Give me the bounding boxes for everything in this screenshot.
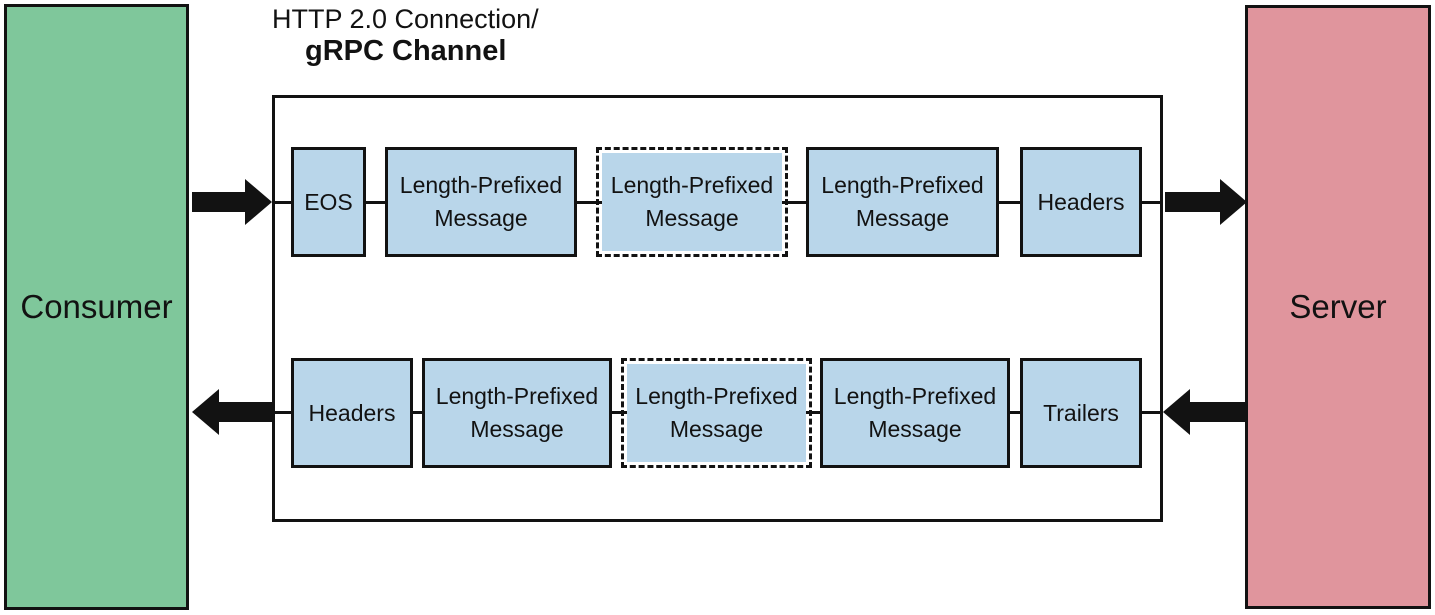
response-box-headers-label: Headers xyxy=(308,399,396,426)
server-box: Server xyxy=(1245,5,1431,609)
response-box-trailers-label: Trailers xyxy=(1043,399,1119,426)
request-box-message-3: Length-Prefixed Message xyxy=(806,147,999,257)
response-box-trailers: Trailers xyxy=(1020,358,1142,468)
response-box-message-1: Length-Prefixed Message xyxy=(422,358,612,468)
arrow-shaft xyxy=(216,402,273,422)
arrow-right-icon-consumer-to-channel xyxy=(192,179,272,225)
request-box-message-2-optional: Length-Prefixed Message xyxy=(596,147,788,257)
title-line-grpc-channel: gRPC Channel xyxy=(305,35,507,67)
response-box-message-3-label: Length-Prefixed Message xyxy=(833,383,997,442)
title-line-http2: HTTP 2.0 Connection/ xyxy=(272,4,539,34)
arrow-head xyxy=(192,389,219,435)
arrow-head xyxy=(1220,179,1247,225)
consumer-label: Consumer xyxy=(20,288,173,325)
request-box-message-1-label: Length-Prefixed Message xyxy=(399,172,563,231)
server-label: Server xyxy=(1289,288,1387,325)
arrow-shaft xyxy=(1165,192,1223,212)
response-box-message-3: Length-Prefixed Message xyxy=(820,358,1010,468)
response-box-headers: Headers xyxy=(291,358,413,468)
arrow-shaft xyxy=(192,192,248,212)
arrow-head xyxy=(1163,389,1190,435)
response-box-message-2-label: Length-Prefixed Message xyxy=(635,383,798,442)
response-box-message-1-label: Length-Prefixed Message xyxy=(435,383,599,442)
arrow-left-icon-channel-to-consumer xyxy=(192,389,273,435)
request-box-eos: EOS xyxy=(291,147,366,257)
arrow-shaft xyxy=(1187,402,1247,422)
request-box-message-3-label: Length-Prefixed Message xyxy=(821,172,984,231)
request-box-headers-label: Headers xyxy=(1037,188,1125,215)
request-box-message-1: Length-Prefixed Message xyxy=(385,147,577,257)
request-box-eos-label: EOS xyxy=(304,188,353,215)
diagram-title: HTTP 2.0 Connection/ gRPC Channel xyxy=(272,3,539,68)
arrow-left-icon-server-to-channel xyxy=(1163,389,1247,435)
request-box-message-2-label: Length-Prefixed Message xyxy=(610,172,774,231)
consumer-box: Consumer xyxy=(4,4,189,610)
arrow-right-icon-channel-to-server xyxy=(1165,179,1247,225)
arrow-head xyxy=(245,179,272,225)
response-box-message-2-optional: Length-Prefixed Message xyxy=(621,358,812,468)
request-box-headers: Headers xyxy=(1020,147,1142,257)
